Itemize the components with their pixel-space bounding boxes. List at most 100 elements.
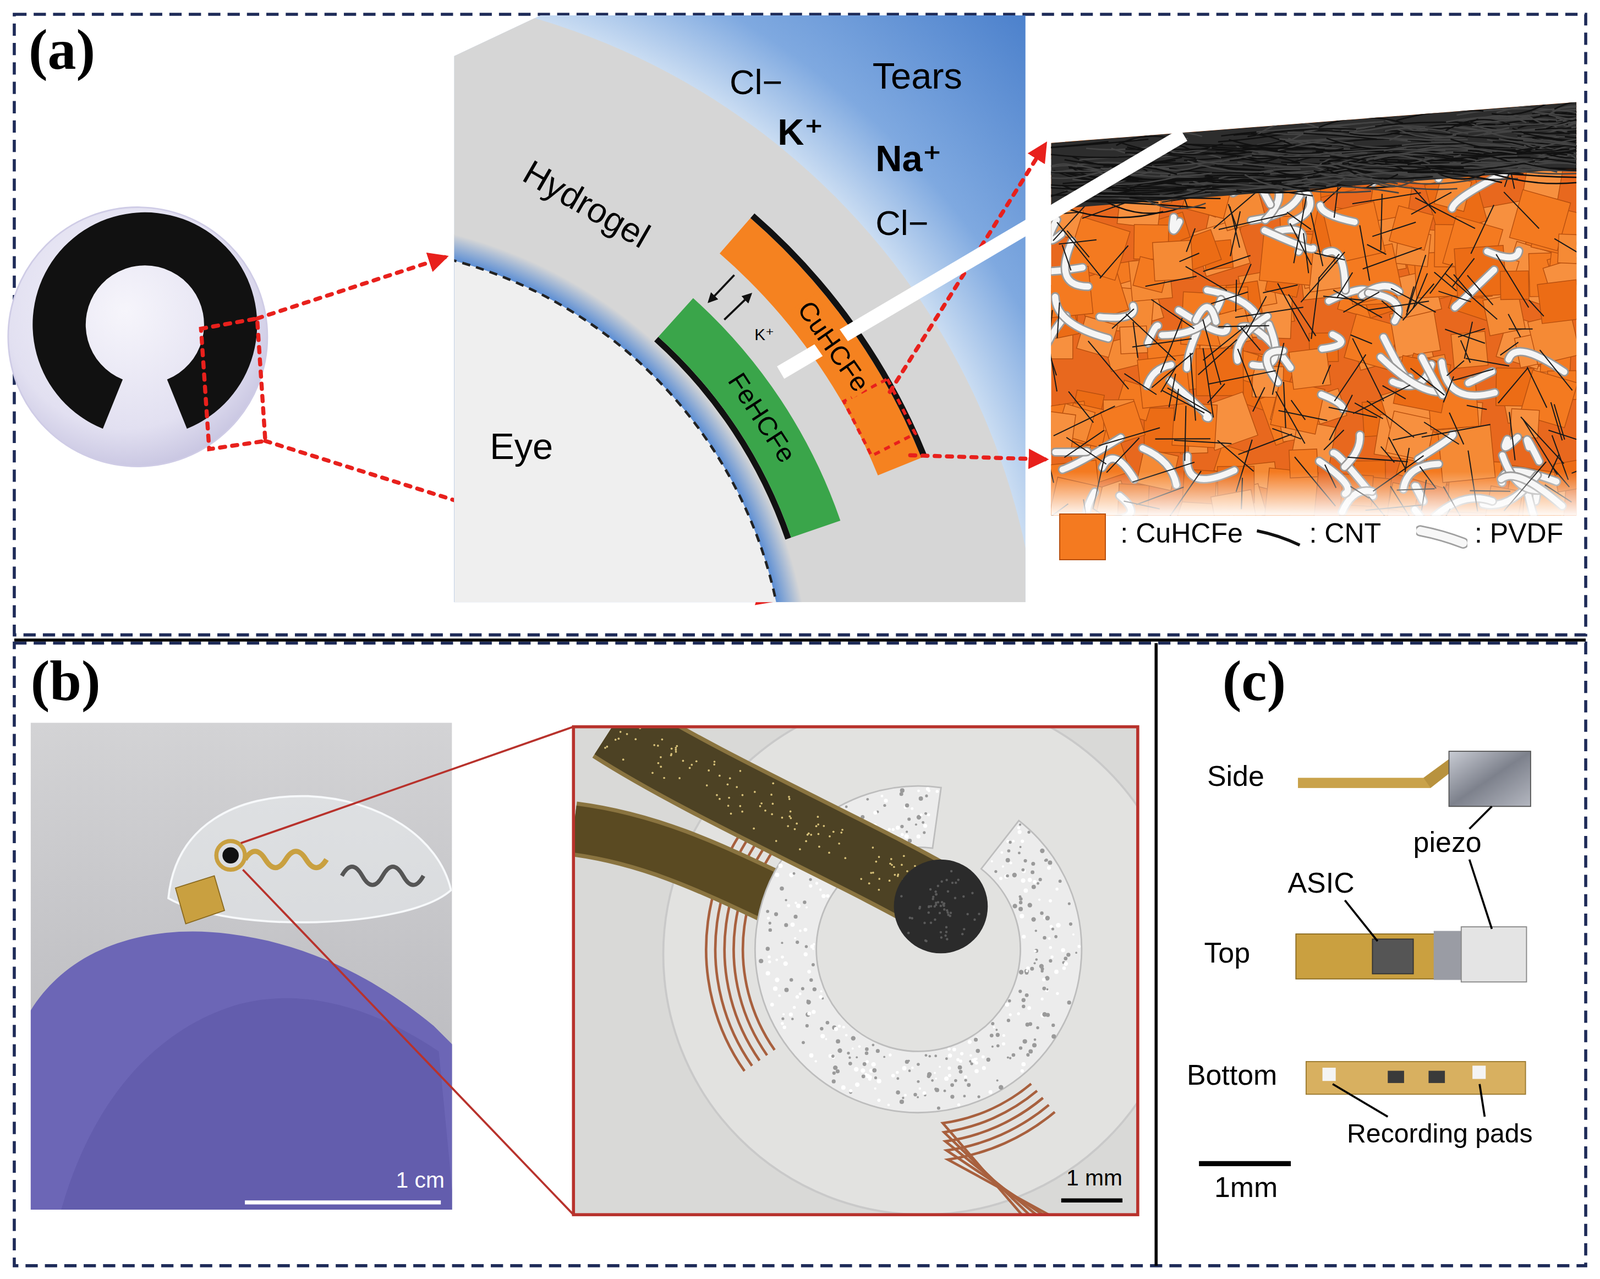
- sparkle: [1018, 896, 1023, 901]
- sparkle: [1058, 879, 1062, 883]
- part-label: piezo: [1413, 826, 1482, 858]
- sparkle: [1021, 934, 1026, 939]
- sparkle: [935, 789, 939, 793]
- cnt-strand: [1554, 106, 1600, 116]
- sparkle: [1036, 1026, 1039, 1029]
- sparkle: [804, 944, 808, 948]
- cnt-strand: [1470, 204, 1494, 254]
- inset-photo: [573, 726, 1138, 1215]
- sparkle: [659, 765, 662, 768]
- cnt-strand: [1367, 300, 1429, 310]
- sparkle: [1066, 1000, 1071, 1005]
- pvdf-fiber-edge: [1421, 357, 1443, 396]
- sparkle: [846, 1051, 850, 1055]
- sparkle: [968, 1059, 972, 1063]
- sparkle: [837, 1048, 842, 1053]
- sparkle: [858, 1044, 862, 1048]
- sparkle: [809, 977, 813, 982]
- sparkle: [905, 803, 909, 808]
- cnt-strand: [1230, 211, 1241, 257]
- sparkle: [883, 803, 886, 807]
- zoom-arrow: [256, 256, 445, 319]
- sparkle: [1054, 969, 1059, 974]
- leader-line: [1332, 1083, 1388, 1117]
- sparkle: [918, 796, 924, 801]
- cnt-strand: [1529, 299, 1544, 317]
- cnt-strand: [1574, 146, 1600, 160]
- sparkle: [812, 987, 817, 991]
- cnt-strand: [1449, 124, 1561, 131]
- sparkle: [1011, 839, 1015, 843]
- electrode-microstructure: [982, 100, 1600, 561]
- sparkle: [1048, 899, 1052, 903]
- cnt-strand: [1415, 198, 1476, 229]
- sparkle: [878, 877, 881, 880]
- sparkle: [924, 939, 927, 942]
- leader-line: [1479, 1083, 1485, 1117]
- sparkle: [1021, 1061, 1026, 1067]
- cnt-strand: [1554, 100, 1600, 110]
- ion-label: K⁺: [754, 325, 774, 344]
- cnt-strand: [1466, 404, 1487, 410]
- copper-trace: [948, 1111, 1068, 1215]
- sparkle: [1038, 898, 1041, 901]
- cnt-strand: [1323, 296, 1364, 300]
- cnt-strand: [1527, 366, 1548, 408]
- sparkle: [977, 1094, 980, 1098]
- pvdf-fiber-edge: [1147, 325, 1158, 344]
- cnt-strand: [1359, 225, 1370, 281]
- sparkle: [803, 927, 808, 932]
- sparkle: [1023, 888, 1028, 893]
- sparkle: [794, 901, 798, 904]
- sparkle: [957, 1103, 961, 1106]
- cnt-strand: [1279, 138, 1399, 149]
- sparkle: [892, 865, 896, 868]
- sparkle: [1038, 877, 1043, 881]
- sparkle: [739, 769, 742, 772]
- sparkle: [793, 828, 797, 831]
- sparkle: [1064, 961, 1068, 966]
- pvdf-fiber-edge: [1344, 434, 1360, 467]
- sparkle: [811, 962, 815, 967]
- sparkle: [927, 911, 930, 914]
- sparkle: [974, 1068, 979, 1073]
- sparkle: [933, 1071, 936, 1075]
- sparkle: [924, 1053, 928, 1057]
- sparkle: [1062, 966, 1066, 970]
- sparkle: [784, 922, 788, 927]
- sparkle: [861, 1074, 866, 1078]
- sparkle: [949, 911, 952, 914]
- cnt-strand: [1099, 245, 1129, 279]
- sparkle: [903, 834, 909, 839]
- cnt-strand: [1056, 222, 1101, 277]
- cnt-strand: [1143, 198, 1206, 209]
- sparkle: [1060, 948, 1066, 953]
- sparkle: [977, 912, 980, 915]
- sparkle: [917, 789, 920, 793]
- sparkle: [905, 1059, 909, 1064]
- sparkle: [835, 1038, 841, 1044]
- sparkle: [1022, 1038, 1028, 1044]
- sparkle: [775, 839, 778, 842]
- pvdf-fiber: [1195, 307, 1216, 322]
- sparkle: [1055, 887, 1059, 891]
- sparkle: [782, 1012, 785, 1016]
- cnt-strand: [1347, 457, 1408, 462]
- cnt-strand: [1509, 412, 1515, 461]
- pvdf-fiber-edge: [1195, 307, 1216, 322]
- legend-text: : PVDF: [1474, 518, 1564, 549]
- cnt-strand: [1350, 334, 1373, 344]
- region-label: Eye: [489, 426, 553, 467]
- sparkle: [944, 1076, 949, 1081]
- sparkle: [775, 958, 778, 962]
- cnt-strand: [1366, 155, 1430, 164]
- sparkle: [1039, 911, 1044, 915]
- cnt-strand: [1349, 132, 1400, 136]
- sparkle: [1002, 1033, 1006, 1037]
- cnt-strand: [1554, 238, 1600, 269]
- sparkle: [937, 1106, 941, 1110]
- sparkle: [952, 1047, 957, 1052]
- pvdf-fiber: [1421, 357, 1443, 396]
- ion-label: Na⁺: [875, 138, 942, 179]
- sparkle: [792, 1005, 796, 1009]
